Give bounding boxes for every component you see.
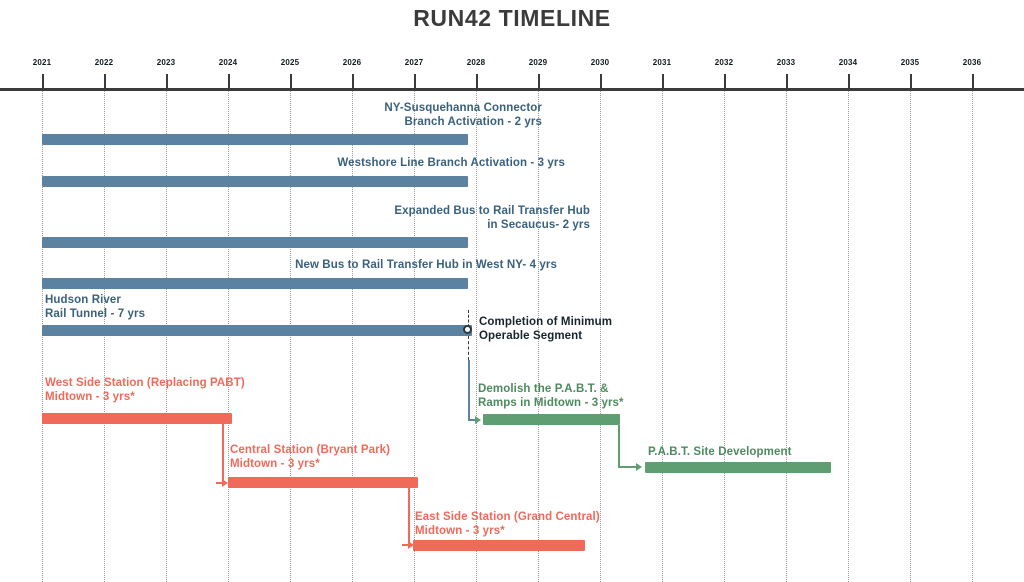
axis-tick-2034: [848, 74, 850, 88]
connector-west-side-to-central: [222, 424, 224, 482]
axis-year-label-2022: 2022: [94, 58, 114, 67]
axis-tick-2026: [352, 74, 354, 88]
task-bar-ny-susquehanna-connector[interactable]: [42, 134, 468, 145]
axis-year-label-2032: 2032: [714, 58, 734, 67]
axis-year-label-2030: 2030: [590, 58, 610, 67]
connector-central-to-east-side-h: [402, 544, 410, 546]
axis-year-label-2028: 2028: [466, 58, 486, 67]
task-label-west-side-station: West Side Station (Replacing PABT) Midto…: [45, 377, 245, 403]
axis-tick-2036: [972, 74, 974, 88]
axis-year-label-2035: 2035: [900, 58, 920, 67]
connector-central-to-east-side: [408, 488, 410, 544]
axis-year-label-2031: 2031: [652, 58, 672, 67]
axis-year-label-2025: 2025: [280, 58, 300, 67]
task-label-hudson-river-rail-tunnel: Hudson River Rail Tunnel - 7 yrs: [45, 294, 146, 320]
axis-tick-2025: [290, 74, 292, 88]
task-bar-westshore-line[interactable]: [42, 176, 468, 187]
connector-milestone-to-demolish-h: [468, 419, 477, 421]
gridline-2036: [972, 91, 974, 582]
page-title: RUN42 TIMELINE: [413, 5, 611, 31]
axis-year-label-2036: 2036: [962, 58, 982, 67]
milestone-label: Completion of Minimum Operable Segment: [479, 316, 613, 342]
task-label-central-station: Central Station (Bryant Park) Midtown - …: [230, 444, 391, 470]
connector-arrow-demolish-pabt: [475, 416, 481, 424]
timeline-axis: [0, 88, 1024, 91]
axis-year-label-2027: 2027: [404, 58, 424, 67]
gridline-2032: [724, 91, 726, 582]
connector-milestone-to-demolish-v: [468, 360, 470, 419]
axis-tick-2033: [786, 74, 788, 88]
task-label-ny-susquehanna-connector: NY-Susquehanna Connector Branch Activati…: [384, 102, 542, 128]
milestone-dot[interactable]: [463, 325, 472, 334]
axis-year-label-2029: 2029: [528, 58, 548, 67]
task-label-expanded-bus-rail-secaucus: Expanded Bus to Rail Transfer Hub in Sec…: [394, 205, 590, 231]
gridline-2029: [538, 91, 540, 582]
task-bar-hudson-river-rail-tunnel[interactable]: [42, 325, 472, 336]
axis-year-label-2024: 2024: [218, 58, 238, 67]
task-label-westshore-line: Westshore Line Branch Activation - 3 yrs: [337, 157, 565, 169]
connector-arrow-sitedev: [636, 463, 642, 471]
task-label-pabt-site-development: P.A.B.T. Site Development: [648, 446, 792, 458]
milestone-guideline: [468, 310, 470, 332]
axis-year-label-2021: 2021: [32, 58, 52, 67]
axis-year-label-2034: 2034: [838, 58, 858, 67]
axis-tick-2027: [414, 74, 416, 88]
connector-arrow-central-station: [222, 479, 228, 487]
task-label-east-side-station: East Side Station (Grand Central) Midtow…: [415, 511, 600, 537]
gridline-2022: [104, 91, 106, 582]
gridline-2023: [166, 91, 168, 582]
gridline-2031: [662, 91, 664, 582]
connector-arrow-east-side-station: [408, 541, 414, 549]
axis-tick-2022: [104, 74, 106, 88]
axis-tick-2023: [166, 74, 168, 88]
gridline-2030: [600, 91, 602, 582]
task-bar-new-bus-rail-west-ny[interactable]: [42, 278, 468, 289]
connector-demolish-to-sitedev: [618, 425, 620, 468]
connector-demolish-to-sitedev-h: [618, 466, 638, 468]
gridline-2021: [42, 91, 44, 582]
task-bar-west-side-station[interactable]: [42, 413, 232, 424]
task-label-new-bus-rail-west-ny: New Bus to Rail Transfer Hub in West NY-…: [295, 259, 557, 271]
gridline-2035: [910, 91, 912, 582]
gridline-2024: [228, 91, 230, 582]
axis-tick-2035: [910, 74, 912, 88]
task-bar-central-station[interactable]: [228, 477, 418, 488]
gridline-2033: [786, 91, 788, 582]
milestone-guideline-lower: [468, 336, 470, 360]
axis-tick-2029: [538, 74, 540, 88]
axis-tick-2032: [724, 74, 726, 88]
axis-tick-2024: [228, 74, 230, 88]
axis-tick-2030: [600, 74, 602, 88]
axis-tick-2021: [42, 74, 44, 88]
gridline-2025: [290, 91, 292, 582]
axis-year-label-2023: 2023: [156, 58, 176, 67]
axis-year-label-2033: 2033: [776, 58, 796, 67]
task-bar-pabt-site-development[interactable]: [645, 462, 831, 473]
task-bar-demolish-pabt-ramps[interactable]: [483, 414, 620, 425]
axis-tick-2028: [476, 74, 478, 88]
axis-year-label-2026: 2026: [342, 58, 362, 67]
connector-west-side-to-central-h: [216, 482, 224, 484]
task-bar-east-side-station[interactable]: [413, 540, 585, 551]
gridline-2026: [352, 91, 354, 582]
gridline-2034: [848, 91, 850, 582]
gridline-2028: [476, 91, 478, 582]
axis-tick-2031: [662, 74, 664, 88]
gridline-2027: [414, 91, 416, 582]
task-label-demolish-pabt-ramps: Demolish the P.A.B.T. & Ramps in Midtown…: [478, 383, 624, 409]
task-bar-expanded-bus-rail-secaucus[interactable]: [42, 237, 468, 248]
